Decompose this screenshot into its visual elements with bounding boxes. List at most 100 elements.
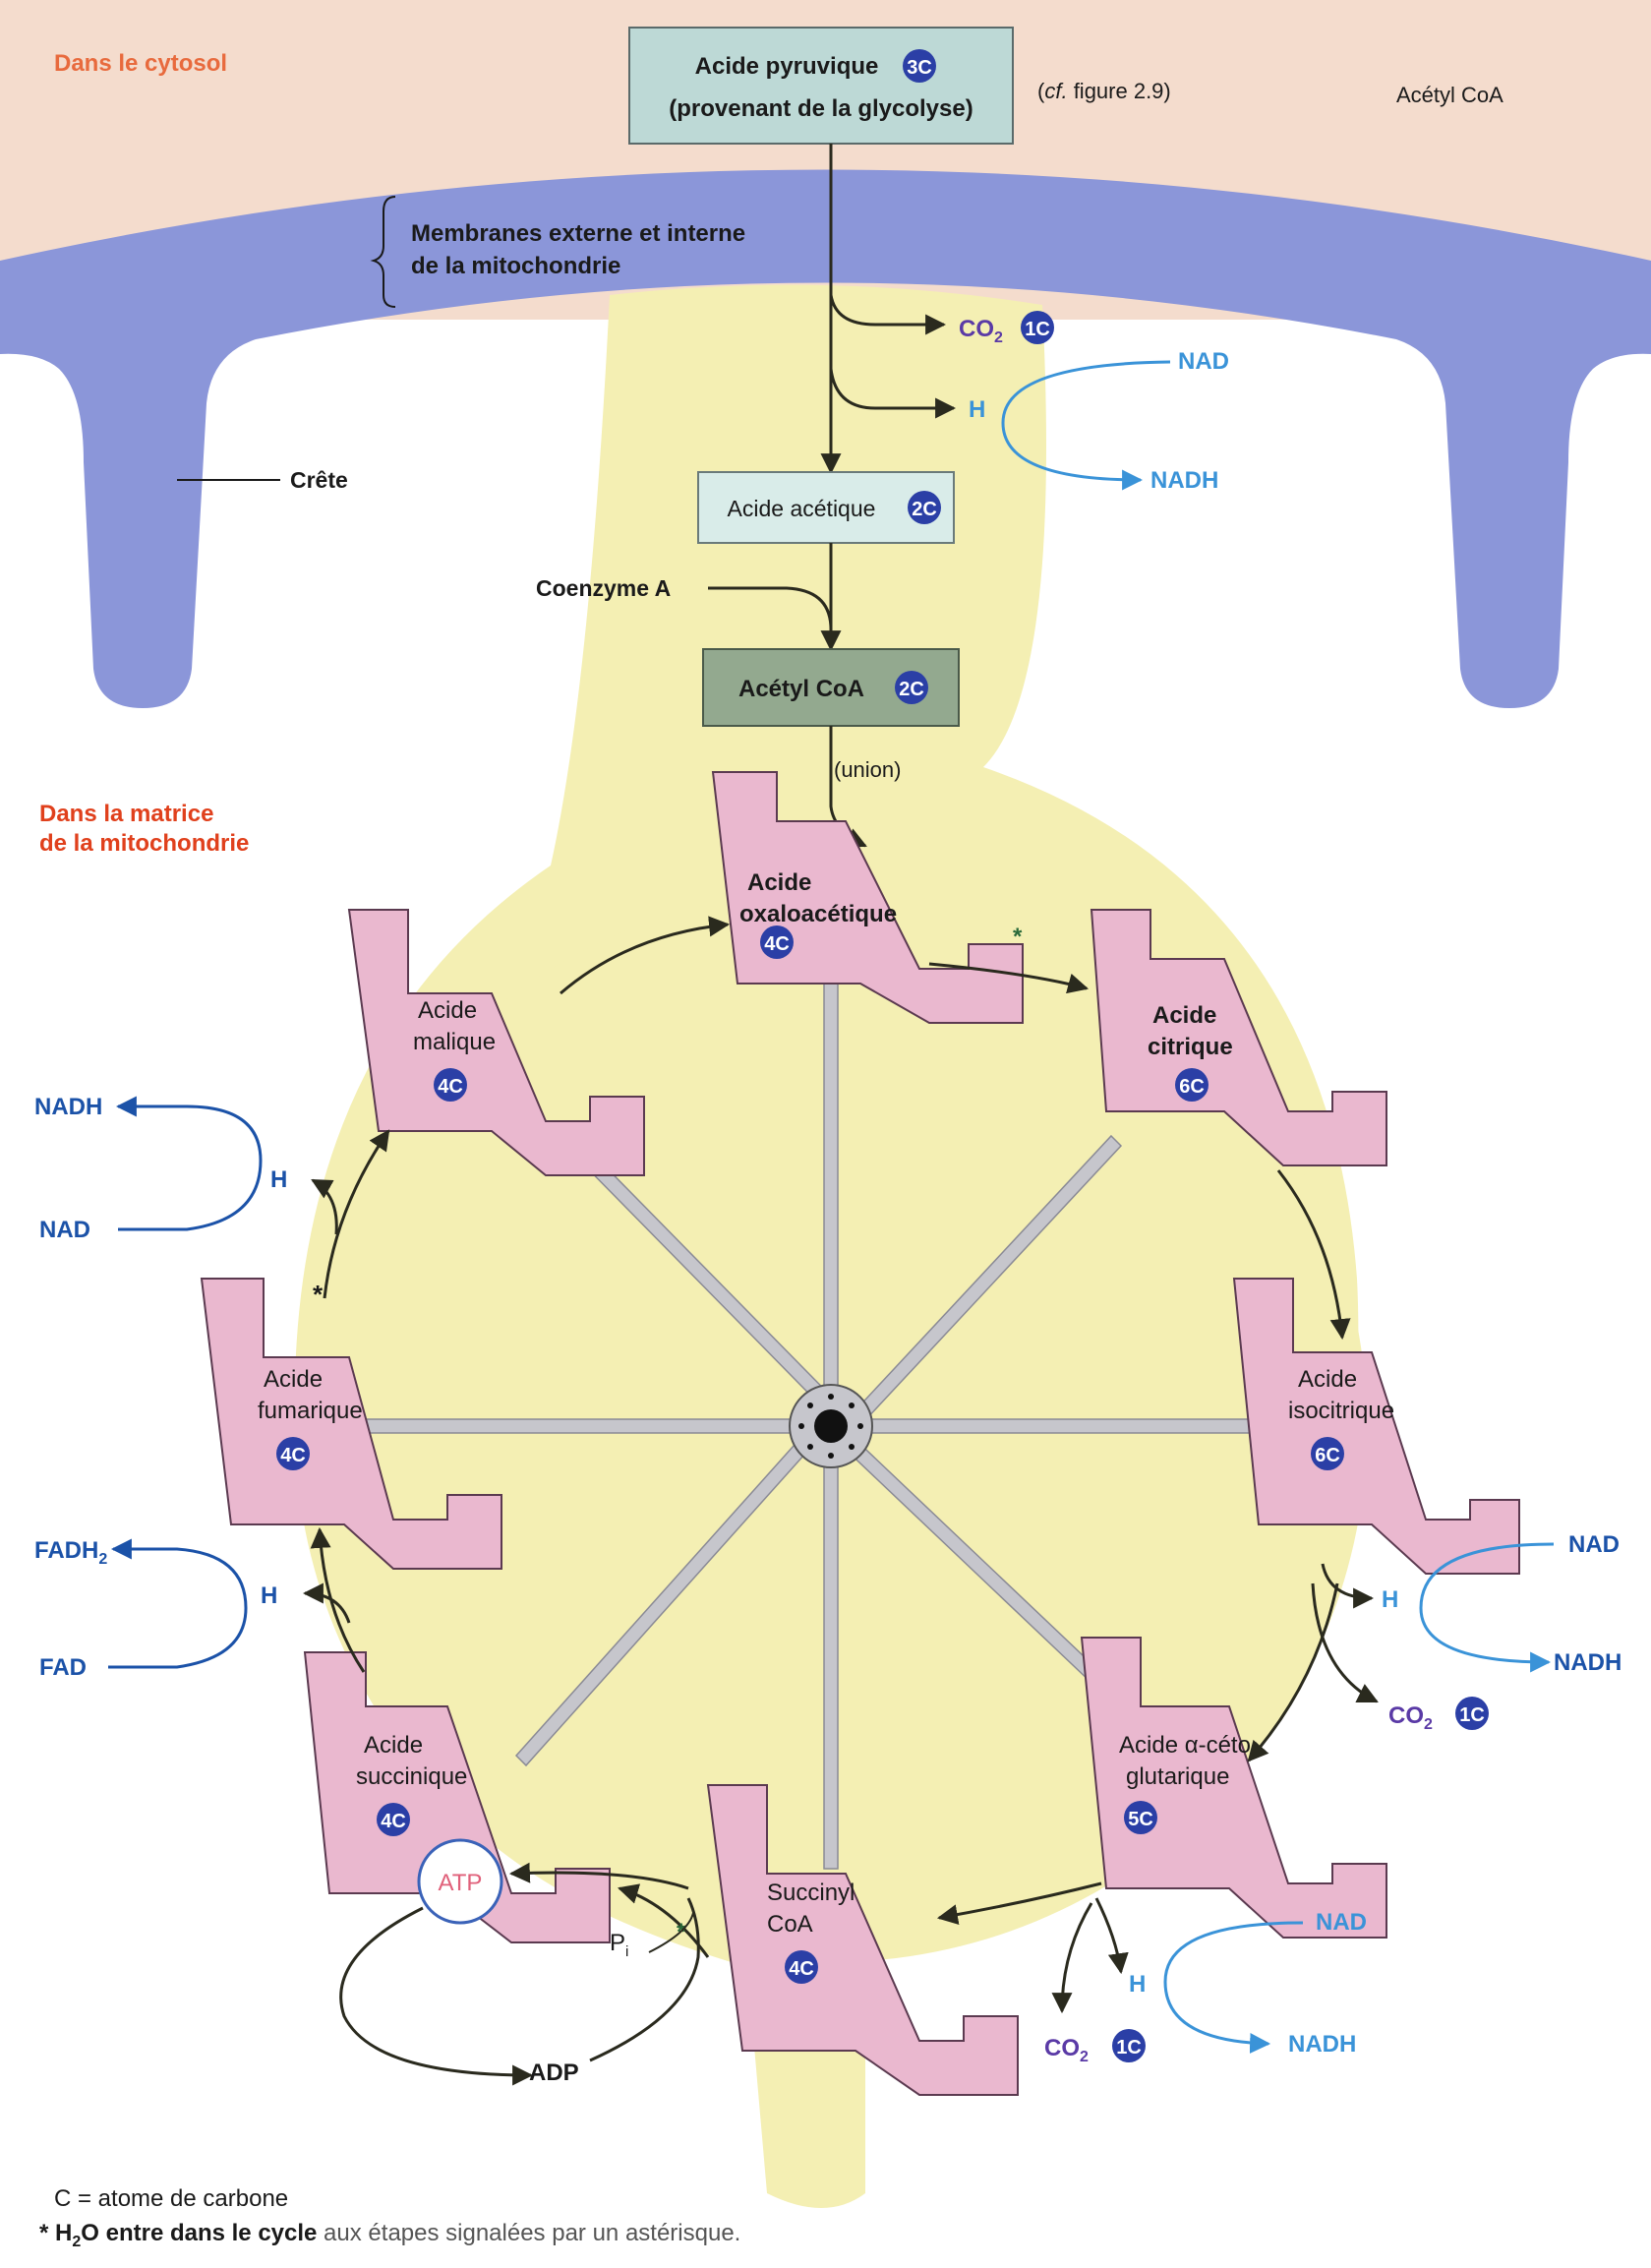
carbon-badge-label: 4C xyxy=(764,933,790,955)
succinic-to-fumaric-arrow xyxy=(310,1526,366,1673)
cycle-hub-center xyxy=(814,1409,848,1443)
acetyl-coa-cytosol-label: Acétyl CoA xyxy=(1396,83,1504,107)
nadh-left: NADH xyxy=(34,1094,102,1120)
nad-to-nadh-arrow-left xyxy=(115,1096,263,1231)
coenzyme-a-label: Coenzyme A xyxy=(536,575,671,601)
malic-line2: malique xyxy=(413,1029,496,1055)
h-fad: H xyxy=(261,1582,277,1609)
citric-line2: citrique xyxy=(1148,1034,1233,1060)
matrix-label-line1: Dans la matrice xyxy=(39,801,213,827)
cycle-spokes xyxy=(353,973,1299,1870)
co2-release-arrow xyxy=(829,294,947,335)
malic-line1: Acide xyxy=(418,997,477,1024)
carbon-badge xyxy=(908,491,941,524)
crest-label: Crête xyxy=(290,467,348,493)
fadh2: FADH2 xyxy=(34,1537,107,1568)
carbon-badge xyxy=(903,49,936,83)
isocitric-block xyxy=(1232,1278,1520,1575)
carbon-badge-label: 1C xyxy=(1459,1704,1485,1726)
fumaric-block xyxy=(200,1278,502,1570)
ketoglutaric-to-succinyl-arrow xyxy=(936,1881,1102,1926)
carbon-badge-label: 3C xyxy=(907,57,932,79)
ketoglutaric-co2-branch xyxy=(1051,1902,1093,2014)
water-star-fumaric: * xyxy=(313,1280,324,1309)
succinic-line2: succinique xyxy=(356,1763,467,1790)
oxaloacetic-line1: Acide xyxy=(747,869,811,896)
carbon-badge-label: 2C xyxy=(912,499,937,520)
malic-to-oxaloacetic-arrow xyxy=(560,916,731,995)
carbon-badge xyxy=(895,671,928,704)
oxaloacetic-block xyxy=(711,771,1024,1024)
compound-labels: Acide oxaloacétique 4C Acide citrique 6C… xyxy=(258,869,1394,1984)
fad-to-fadh2-arrow xyxy=(108,1538,248,1669)
carbon-badge-label: 4C xyxy=(438,1076,463,1098)
carbon-badge xyxy=(785,1950,818,1984)
carbon-badge-label: 6C xyxy=(1315,1445,1340,1466)
acetic-acid-label: Acide acétique xyxy=(728,496,876,521)
atp-label: ATP xyxy=(439,1870,483,1896)
malic-block xyxy=(347,909,645,1176)
nad-to-nadh-arrow-right xyxy=(1419,1542,1555,1673)
membrane-label-line1: Membranes externe et interne xyxy=(411,220,745,247)
pyruvic-acid-source: (provenant de la glycolyse) xyxy=(669,95,973,122)
figure-reference: (cf. figure 2.9) xyxy=(1037,79,1171,103)
ketoglutaric-h-branch xyxy=(1094,1897,1129,1975)
cytosol-label: Dans le cytosol xyxy=(54,50,227,77)
co2-top: CO2 xyxy=(959,316,1003,346)
carbon-badge-label: 4C xyxy=(280,1445,306,1466)
h-top: H xyxy=(969,396,985,423)
carbon-badge-label: 1C xyxy=(1116,2037,1142,2059)
isocitric-h-branch xyxy=(1321,1563,1375,1609)
atp-to-adp-arrow xyxy=(339,1906,534,2086)
h-left: H xyxy=(270,1166,287,1193)
oxaloacetic-line2: oxaloacétique xyxy=(739,901,897,927)
nadh-bottom: NADH xyxy=(1288,2031,1356,2058)
legend-carbon: C = atome de carbone xyxy=(54,2185,288,2212)
nad-bottom: NAD xyxy=(1316,1909,1367,1936)
h-release-arrow xyxy=(829,368,957,419)
adp-label: ADP xyxy=(529,2059,579,2086)
carbon-badge-label: 1C xyxy=(1025,319,1050,340)
succinic-line1: Acide xyxy=(364,1732,423,1759)
isocitric-co2-branch xyxy=(1311,1582,1379,1703)
ketoglutaric-line2: glutarique xyxy=(1126,1763,1229,1790)
legend-water: * H2O entre dans le cycle aux étapes sig… xyxy=(39,2220,740,2250)
citric-line1: Acide xyxy=(1152,1002,1216,1029)
fad: FAD xyxy=(39,1654,87,1681)
pyruvic-acid-box xyxy=(628,27,1014,145)
malic-h-branch xyxy=(311,1178,338,1235)
membrane-label-line2: de la mitochondrie xyxy=(411,253,620,279)
h-right: H xyxy=(1382,1586,1398,1613)
carbon-badge xyxy=(1175,1068,1209,1102)
atp-circle xyxy=(417,1838,503,1925)
co2-bottom: CO2 xyxy=(1044,2035,1089,2065)
carbon-badge xyxy=(276,1437,310,1470)
fumaric-to-malic-arrow xyxy=(323,1129,390,1299)
nad-top: NAD xyxy=(1178,348,1229,375)
pyruvic-acid-title: Acide pyruvique xyxy=(695,53,879,80)
coenzyme-a-join xyxy=(708,586,833,630)
water-star-oxaloacetic: * xyxy=(1013,924,1023,950)
citric-block xyxy=(1090,909,1387,1166)
succinyl-line2: CoA xyxy=(767,1911,813,1938)
isocitric-line1: Acide xyxy=(1298,1366,1357,1393)
carbon-badge-label: 6C xyxy=(1179,1076,1205,1098)
fumaric-line2: fumarique xyxy=(258,1398,363,1424)
isocitric-to-ketoglutaric-arrow xyxy=(1247,1582,1339,1762)
nadh-right: NADH xyxy=(1554,1649,1622,1676)
nad-to-nadh-arrow-bottom xyxy=(1163,1921,1304,2054)
cycle-hub-dots xyxy=(798,1394,863,1459)
fumaric-line1: Acide xyxy=(264,1366,323,1393)
membrane-brace xyxy=(370,196,396,308)
h-bottom: H xyxy=(1129,1971,1146,1998)
carbon-badge xyxy=(1455,1697,1489,1730)
isocitric-line2: isocitrique xyxy=(1288,1398,1394,1424)
carbon-badge xyxy=(377,1803,410,1836)
succinic-h-branch xyxy=(302,1582,351,1624)
acetyl-coa-label: Acétyl CoA xyxy=(738,676,864,702)
atp-formation-arrow xyxy=(508,1862,689,1890)
carbon-badge xyxy=(1112,2029,1146,2062)
adp-return-path xyxy=(589,1897,700,2062)
